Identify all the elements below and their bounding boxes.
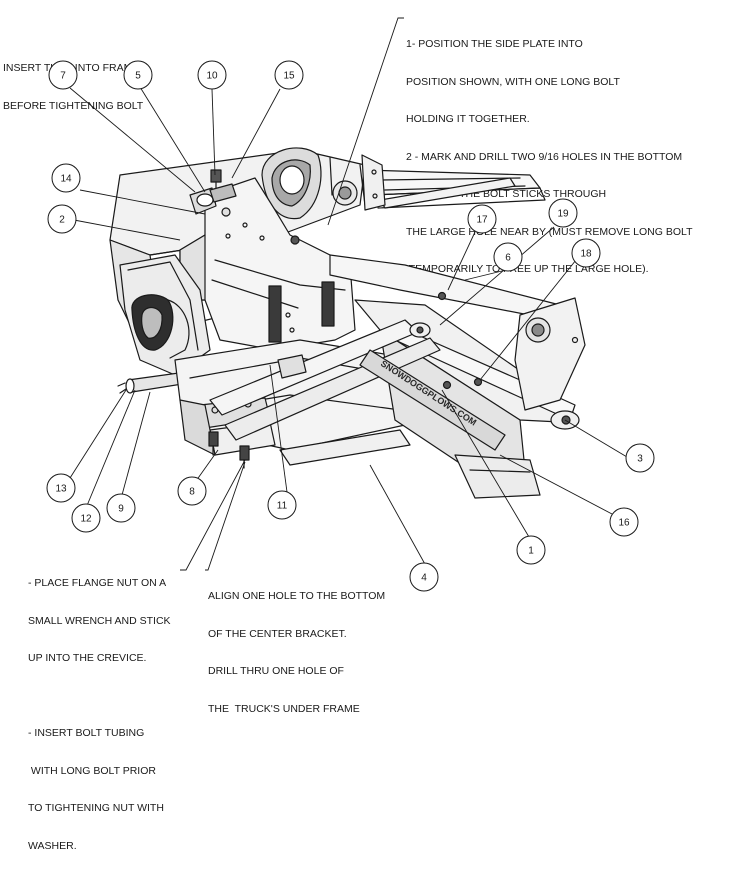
note-line: WASHER. (28, 839, 77, 852)
callout-number: 17 (476, 215, 488, 226)
callout-circle (609, 507, 639, 537)
callout-circle (48, 60, 78, 90)
callout-number: 10 (206, 71, 218, 82)
callout-circle (46, 473, 76, 503)
callout-circle (409, 562, 439, 592)
leaf-spring-hanger (261, 147, 386, 220)
callout-circle (177, 476, 207, 506)
callout-circle (274, 60, 304, 90)
callout-circle (467, 204, 497, 234)
note-line: - INSERT BOLT TUBING (28, 727, 145, 739)
callout-circle (516, 535, 546, 565)
callout-6: 6 (493, 242, 523, 272)
callout-number: 11 (277, 501, 288, 512)
callout-circle (548, 198, 578, 228)
callout-number: 1 (528, 546, 534, 557)
callout-13: 13 (46, 473, 76, 503)
note-line: TO TIGHTENING NUT WITH (28, 802, 164, 814)
callout-number: 15 (283, 71, 295, 82)
note-line: - PLACE FLANGE NUT ON A (28, 577, 167, 589)
callout-15: 15 (274, 60, 304, 90)
callout-circle (493, 242, 523, 272)
note-line: HOLDING IT TOGETHER. (406, 113, 530, 125)
note-line: OF THE CENTER BRACKET. (208, 627, 347, 640)
callout-4: 4 (409, 562, 439, 592)
callout-number: 19 (557, 209, 569, 220)
callout-number: 7 (60, 71, 66, 82)
callout-circle (71, 503, 101, 533)
note-side-plate: 1- POSITION THE SIDE PLATE INTO POSITION… (406, 13, 692, 301)
callout-10: 10 (197, 60, 227, 90)
note-line: WITH LONG BOLT PRIOR (28, 764, 156, 777)
callout-number: 14 (60, 174, 72, 185)
callout-19: 19 (548, 198, 578, 228)
callout-8: 8 (177, 476, 207, 506)
note-line: ALIGN ONE HOLE TO THE BOTTOM (208, 590, 386, 602)
callout-3: 3 (625, 443, 655, 473)
note-line: BEFORE TIGHTENING BOLT (3, 99, 144, 112)
callout-number: 8 (189, 487, 195, 498)
note-line: 1- POSITION THE SIDE PLATE INTO (406, 38, 583, 50)
callout-16: 16 (609, 507, 639, 537)
callout-number: 2 (59, 215, 65, 226)
callout-2: 2 (47, 204, 77, 234)
callout-number: 6 (505, 253, 511, 264)
callout-number: 4 (421, 573, 427, 584)
callout-number: 12 (80, 514, 92, 525)
top-fasteners (189, 169, 483, 390)
leader-lines (69, 17, 628, 571)
front-frame-left (119, 254, 211, 376)
note-line: THE TRUCK'S UNDER FRAME (208, 702, 360, 715)
callout-circle (267, 490, 297, 520)
receiver-arms: SNOWDOGGPLOWS.COM (209, 254, 586, 499)
callout-number: 13 (55, 484, 67, 495)
callout-18: 18 (571, 238, 601, 268)
note-line: 2 - MARK AND DRILL TWO 9/16 HOLES IN THE… (406, 150, 683, 163)
callout-circle (625, 443, 655, 473)
callout-number: 9 (118, 504, 124, 515)
callout-number: 5 (135, 71, 141, 82)
callout-circle (571, 238, 601, 268)
note-line: SMALL WRENCH AND STICK (28, 614, 171, 627)
callout-circle (51, 163, 81, 193)
callout-number: 16 (618, 518, 630, 529)
callout-17: 17 (467, 204, 497, 234)
note-line: ​ (28, 690, 171, 703)
note-line: DRILL THRU ONE HOLE OF (208, 665, 344, 677)
assembly-diagram: INSERT TUBE INTO FRAME BEFORE TIGHTENING… (3, 13, 692, 852)
callout-1: 1 (516, 535, 546, 565)
callout-circle (197, 60, 227, 90)
callout-9: 9 (106, 493, 136, 523)
callout-5: 5 (123, 60, 153, 90)
callout-circle (47, 204, 77, 234)
callout-7: 7 (48, 60, 78, 90)
callout-12: 12 (71, 503, 101, 533)
callout-circle (106, 493, 136, 523)
callout-11: 11 (267, 490, 297, 520)
note-line: POSITION SHOWN, WITH ONE LONG BOLT (406, 75, 620, 88)
callout-14: 14 (51, 163, 81, 193)
callout-circle (123, 60, 153, 90)
note-line: UP INTO THE CREVICE. (28, 652, 147, 664)
callout-number: 18 (580, 249, 592, 260)
plow-mount-drawing: SNOWDOGGPLOWS.COM (69, 17, 628, 571)
note-insert-tube: INSERT TUBE INTO FRAME BEFORE TIGHTENING… (3, 37, 143, 137)
callout-number: 3 (637, 454, 643, 465)
